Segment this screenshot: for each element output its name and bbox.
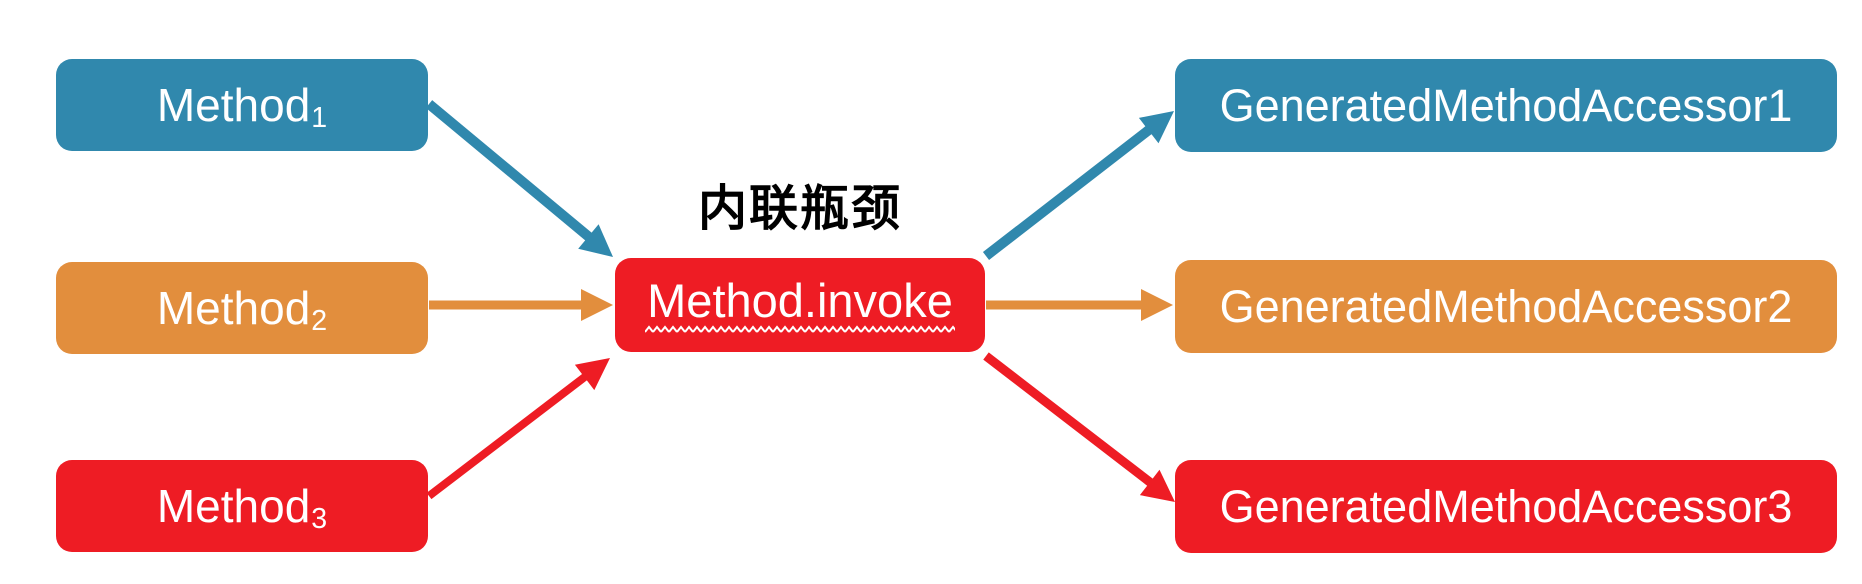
arrow-invoke-to-accessor1	[982, 111, 1174, 260]
node-method3-label: Method3	[156, 480, 328, 536]
node-method-invoke: Method.invoke	[615, 258, 985, 352]
node-method3: Method3	[56, 460, 428, 552]
node-accessor1-label: GeneratedMethodAccessor1	[1219, 80, 1793, 131]
subscript: 1	[311, 102, 328, 135]
node-accessor3-label: GeneratedMethodAccessor3	[1219, 481, 1793, 532]
arrow-method1-to-invoke	[425, 100, 613, 257]
subscript: 2	[311, 305, 328, 338]
node-accessor2-label: GeneratedMethodAccessor2	[1219, 281, 1793, 332]
arrow-method3-to-invoke	[426, 358, 610, 500]
node-method1-label: Method1	[156, 79, 328, 135]
bottleneck-annotation: 内联瓶颈	[697, 182, 902, 236]
spellcheck-squiggle	[645, 324, 955, 334]
node-accessor2: GeneratedMethodAccessor2	[1175, 260, 1837, 353]
node-method2: Method2	[56, 262, 428, 354]
node-method-invoke-label: Method.invoke	[647, 273, 953, 327]
arrow-invoke-to-accessor3	[983, 352, 1175, 502]
subscript: 3	[311, 503, 328, 536]
arrow-method2-to-invoke	[429, 289, 613, 321]
node-method1: Method1	[56, 59, 428, 151]
node-accessor3: GeneratedMethodAccessor3	[1175, 460, 1837, 553]
node-accessor1: GeneratedMethodAccessor1	[1175, 59, 1837, 152]
node-method2-label: Method2	[156, 282, 328, 338]
arrow-invoke-to-accessor2	[986, 289, 1173, 321]
